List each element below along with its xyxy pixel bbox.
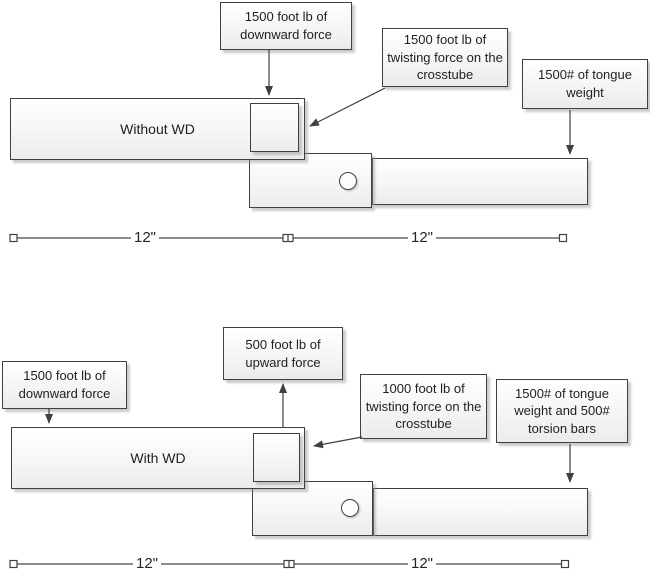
callout-downward-force-top-text: 1500 foot lb of downward force bbox=[240, 9, 332, 42]
callout-tongue-weight-bottom: 1500# of tongue weight and 500# torsion … bbox=[496, 379, 628, 443]
callout-twisting-force-top-text: 1500 foot lb of twisting force on the cr… bbox=[387, 32, 503, 83]
dimension-handle-top-left[interactable] bbox=[9, 233, 18, 243]
callout-twisting-force-bottom: 1000 foot lb of twisting force on the cr… bbox=[360, 374, 487, 439]
dimension-handle-top-right[interactable] bbox=[558, 233, 568, 243]
callout-tongue-weight-top-text: 1500# of tongue weight bbox=[538, 67, 632, 100]
callout-downward-force-bottom: 1500 foot lb of downward force bbox=[2, 361, 127, 409]
crosstube-square bbox=[250, 103, 299, 152]
twisting-force-arrow-top bbox=[309, 87, 386, 127]
callout-twisting-force-top: 1500 foot lb of twisting force on the cr… bbox=[382, 28, 508, 87]
dimension-handle-top-middle[interactable] bbox=[282, 233, 294, 243]
crosstube-square-wd bbox=[253, 433, 300, 482]
dimension-handle-bottom-right[interactable] bbox=[560, 559, 570, 569]
dimension-label-top-right: 12" bbox=[407, 228, 437, 246]
dimension-label-top-left: 12" bbox=[130, 228, 160, 246]
callout-upward-force-text: 500 foot lb of upward force bbox=[245, 336, 321, 370]
hitch-ball-circle-wd bbox=[341, 499, 359, 517]
callout-tongue-weight-top: 1500# of tongue weight bbox=[522, 59, 648, 109]
dimension-handle-bottom-middle[interactable] bbox=[283, 559, 295, 569]
dimension-label-bottom-left: 12" bbox=[132, 554, 162, 572]
callout-downward-force-top: 1500 foot lb of downward force bbox=[220, 2, 352, 50]
trailer-tongue-bar-wd bbox=[373, 488, 588, 536]
dimension-label-bottom-right: 12" bbox=[407, 554, 437, 572]
callout-downward-force-bottom-text: 1500 foot lb of downward force bbox=[18, 368, 111, 401]
bar-label-with-wd: With WD bbox=[130, 450, 186, 466]
trailer-tongue-bar bbox=[372, 158, 588, 205]
dimension-handle-bottom-left[interactable] bbox=[9, 559, 18, 569]
bar-label-without-wd: Without WD bbox=[120, 121, 195, 137]
callout-twisting-force-bottom-text: 1000 foot lb of twisting force on the cr… bbox=[365, 381, 482, 432]
callout-upward-force: 500 foot lb of upward force bbox=[223, 327, 343, 380]
callout-tongue-weight-bottom-text: 1500# of tongue weight and 500# torsion … bbox=[514, 385, 610, 436]
twisting-force-arrow-bottom bbox=[313, 436, 363, 449]
hitch-ball-circle bbox=[339, 172, 357, 190]
